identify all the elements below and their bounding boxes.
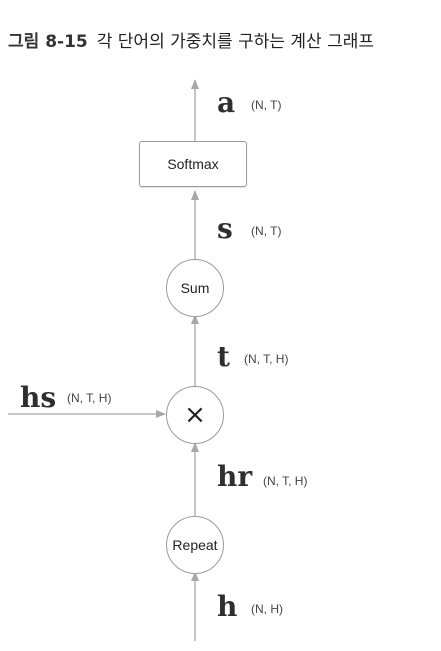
var-hs-shape: (N, T, H) bbox=[67, 391, 112, 405]
repeat-label: Repeat bbox=[172, 537, 218, 553]
softmax-node: Softmax bbox=[139, 141, 247, 187]
var-a-name: a bbox=[217, 86, 236, 119]
figure-number: 그림 8-15 bbox=[8, 32, 88, 52]
sum-label: Sum bbox=[180, 280, 210, 296]
var-s-name: s bbox=[217, 212, 233, 245]
var-hr-name: hr bbox=[217, 460, 253, 493]
var-t-shape: (N, T, H) bbox=[244, 352, 289, 366]
multiply-label: × bbox=[184, 400, 206, 430]
softmax-label: Softmax bbox=[167, 156, 219, 172]
var-t-name: t bbox=[217, 340, 230, 373]
var-s-shape: (N, T) bbox=[251, 224, 282, 238]
sum-node: Sum bbox=[166, 259, 224, 317]
var-h-name: h bbox=[217, 590, 238, 623]
var-a-shape: (N, T) bbox=[251, 98, 282, 112]
repeat-node: Repeat bbox=[166, 516, 224, 574]
figure-caption: 그림 8-15 각 단어의 가중치를 구하는 계산 그래프 bbox=[8, 32, 374, 52]
var-h-shape: (N, H) bbox=[251, 602, 283, 616]
figure-title: 각 단어의 가중치를 구하는 계산 그래프 bbox=[96, 32, 375, 52]
var-hr-shape: (N, T, H) bbox=[263, 474, 308, 488]
multiply-node: × bbox=[166, 386, 224, 444]
var-hs-name: hs bbox=[20, 381, 57, 414]
